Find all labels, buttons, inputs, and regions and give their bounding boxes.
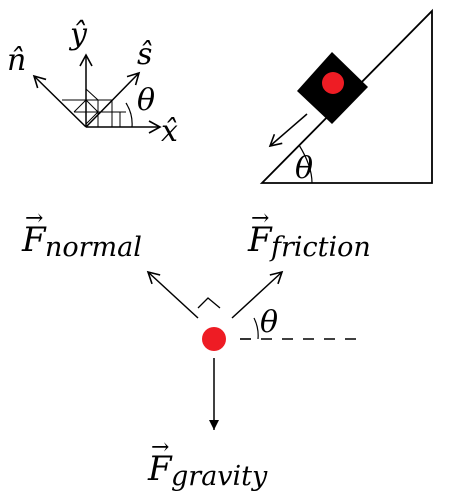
incline-theta-arc <box>298 144 313 184</box>
y-hat-label: ŷ <box>68 17 88 52</box>
x-hat-label: x̂ <box>161 114 178 149</box>
axis-theta-label: θ <box>137 83 155 118</box>
normal-force-subscript: normal <box>45 232 142 263</box>
block-motion-arrow <box>268 113 308 148</box>
normal-force-arrow <box>146 270 199 319</box>
gravity-force-symbol: F <box>147 449 173 489</box>
s-hat-label: ŝ <box>137 37 152 72</box>
friction-force-arrow <box>231 270 284 319</box>
incline-theta-label: θ <box>295 151 313 186</box>
coordinate-axes <box>32 53 162 134</box>
force-diagram <box>146 270 364 430</box>
friction-force-label: → F friction <box>247 206 371 263</box>
friction-force-subscript: friction <box>269 232 371 263</box>
svg-text:→: → <box>25 206 43 231</box>
force-theta-label: θ <box>260 305 278 340</box>
normal-force-symbol: F <box>21 220 47 260</box>
gravity-force-label: → F gravity <box>147 435 268 492</box>
block-ball <box>322 72 344 94</box>
friction-force-symbol: F <box>247 220 273 260</box>
force-theta-arc <box>253 317 259 340</box>
svg-text:→: → <box>251 206 269 231</box>
axis-grid <box>62 88 126 127</box>
n-axis-arrow <box>32 74 87 128</box>
svg-text:→: → <box>151 435 169 460</box>
object-ball <box>202 327 226 351</box>
gravity-force-subscript: gravity <box>171 461 268 492</box>
right-angle-marker <box>197 297 221 309</box>
n-hat-label: n̂ <box>7 43 26 78</box>
normal-force-label: → F normal <box>21 206 142 263</box>
incline <box>259 8 433 184</box>
axis-theta-arc <box>125 102 133 128</box>
